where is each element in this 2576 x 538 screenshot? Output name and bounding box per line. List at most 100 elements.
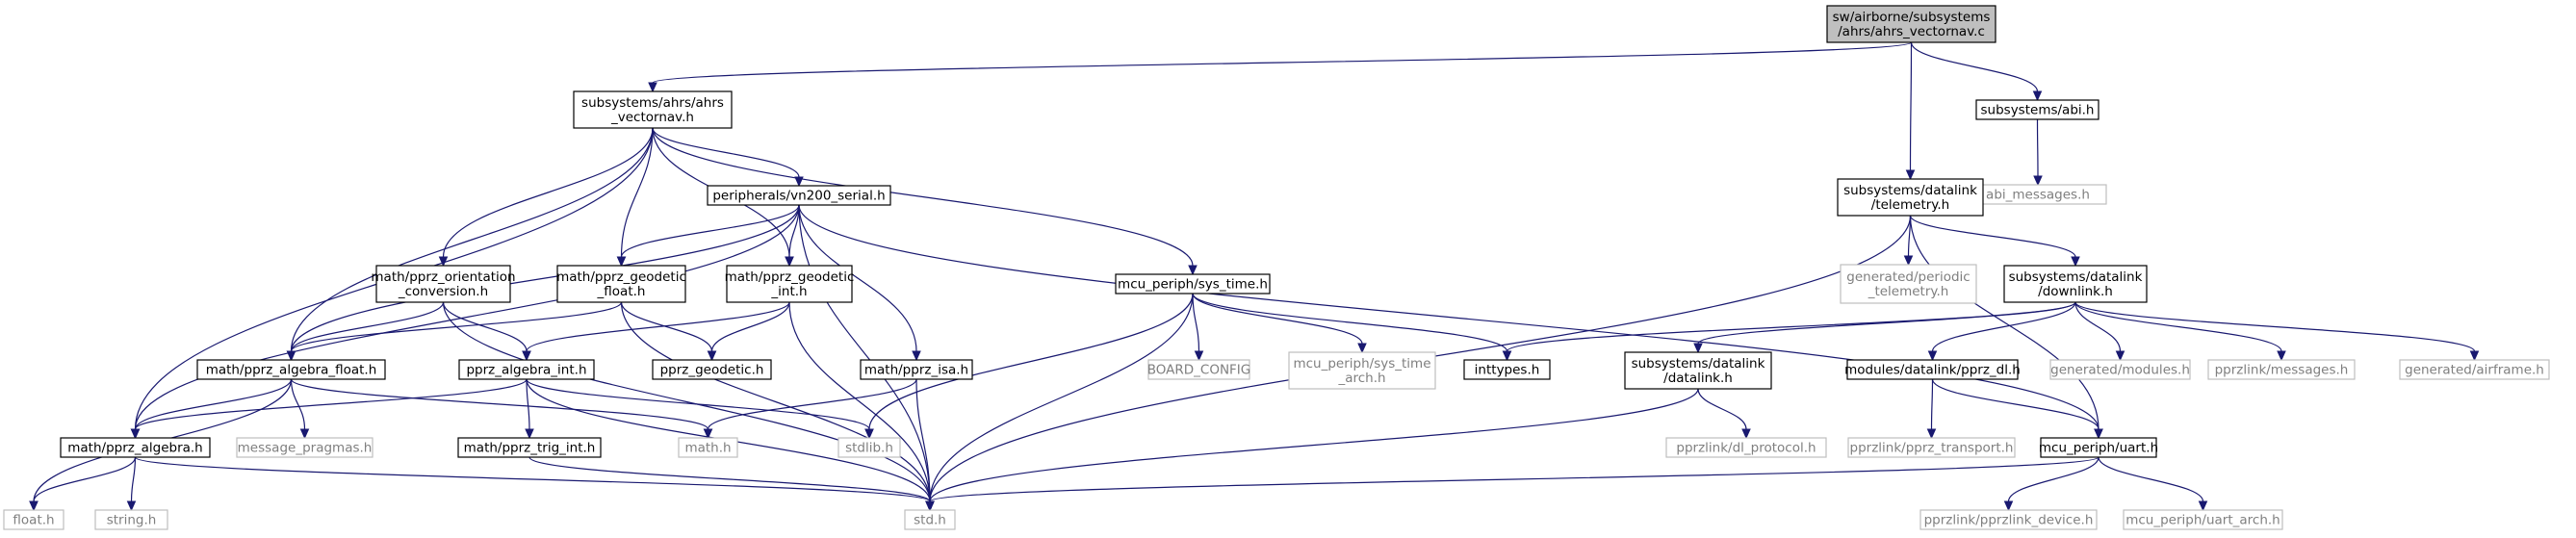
node-box [458,359,595,380]
node-generated-periodic-telemetry-h[interactable]: generated/periodic_telemetry.h [1840,264,1977,304]
node-label: mcu_periph/uart.h [2039,441,2158,456]
edge-arrowhead [864,428,874,440]
edge-line [1697,301,2076,345]
node-box [678,437,738,458]
node-subsystems-datalink-downlink-h[interactable]: subsystems/datalink/downlink.h [2003,265,2148,303]
node-mcu-periph-uart-h[interactable]: mcu_periph/uart.h [2039,437,2158,458]
edge-arrowhead [130,428,141,440]
node-label: _telemetry.h [1868,284,1949,299]
node-label: pprz_geodetic.h [660,363,764,378]
edge-arrowhead [1194,350,1204,362]
node-label: _conversion.h [398,284,488,299]
node-label: math/pprz_geodetic [725,269,855,285]
node-box [1840,264,1977,304]
node-box [1826,5,1996,43]
edge-line [134,456,931,502]
node-math-pprz-algebra-float-h[interactable]: math/pprz_algebra_float.h [196,359,386,380]
node-subsystems-datalink-telemetry-h[interactable]: subsystems/datalink/telemetry.h [1837,178,1984,217]
edge-line [526,378,530,430]
edge-line [33,456,137,502]
edge-arrowhead [29,500,39,512]
edge-sys_time_h-to-sys_time_arch_h [1192,293,1367,354]
node-generated-airframe-h[interactable]: generated/airframe.h [2399,359,2550,380]
node-math-pprz-orientation-conversion-h[interactable]: math/pprz_orientation_conversion.h [371,265,516,303]
node-abi-messages-h[interactable]: abi_messages.h [1969,184,2107,205]
node-std-h[interactable]: std.h [904,509,956,530]
edge-arrowhead [616,256,627,268]
node-sw-airborne-subsystems-ahrs-ahrs-vectornav-c[interactable]: sw/airborne/subsystems/ahrs/ahrs_vectorn… [1826,5,1996,43]
node-modules-datalink-pprz-dl-h[interactable]: modules/datalink/pprz_dl.h [1844,359,2021,380]
edge-downlink_h-to-datalink_h [1693,301,2076,354]
node-label: /telemetry.h [1871,197,1949,213]
node-generated-modules-h[interactable]: generated/modules.h [2049,359,2191,380]
node-label: /ahrs/ahrs_vectornav.c [1838,24,1985,39]
node-pprzlink-pprz-transport-h[interactable]: pprzlink/pprz_transport.h [1847,437,2016,458]
edge-line [868,293,1194,430]
node-label: mcu_periph/uart_arch.h [2125,513,2280,528]
node-label: generated/modules.h [2050,363,2190,378]
node-mcu-periph-sys-time-arch-h[interactable]: mcu_periph/sys_time_arch.h [1288,351,1436,390]
edge-line [290,301,623,352]
edge-geodetic_int_h-to-geodetic_h [707,301,790,362]
edge-vn200_serial_h-to-isa_h [798,204,921,362]
edge-datalink_h-to-dl_protocol_h [1697,388,1751,440]
edge-downlink_h-to-gen_modules_h [2074,301,2125,362]
node-subsystems-abi-h[interactable]: subsystems/abi.h [1975,99,2099,120]
node-mcu-periph-uart-arch-h[interactable]: mcu_periph/uart_arch.h [2123,509,2283,530]
node-math-pprz-trig-int-h[interactable]: math/pprz_trig_int.h [457,437,602,458]
edge-isa_h-to-math_h [703,378,917,440]
node-box [860,359,973,380]
node-box [2207,359,2356,380]
node-math-h[interactable]: math.h [678,437,738,458]
edge-arrowhead [1903,255,1914,267]
node-stdlib-h[interactable]: stdlib.h [837,437,901,458]
node-box [196,359,386,380]
node-subsystems-datalink-datalink-h[interactable]: subsystems/datalink/datalink.h [1624,351,1772,390]
node-label: _arch.h [1337,371,1385,386]
node-mcu-periph-sys-time-h[interactable]: mcu_periph/sys_time.h [1115,273,1271,295]
node-math-pprz-algebra-h[interactable]: math/pprz_algebra.h [60,437,211,458]
node-message-pragmas-h[interactable]: message_pragmas.h [236,437,374,458]
edge-line [929,388,1699,502]
edge-uart_h-to-std_h [925,456,2099,512]
node-box [726,265,853,303]
edge-line [134,378,528,430]
node-box [1919,509,2098,530]
node-pprz-geodetic-h[interactable]: pprz_geodetic.h [652,359,772,380]
edge-line [652,127,1194,267]
node-box [652,359,772,380]
edge-arrowhead [525,428,534,440]
node-pprzlink-dl-protocol-h[interactable]: pprzlink/dl_protocol.h [1665,437,1827,458]
edge-arrowhead [1357,343,1367,354]
edge-root-to-abi_h [1910,41,2043,102]
node-label: mcu_periph/sys_time.h [1118,277,1268,293]
node-label: /downlink.h [2038,284,2113,299]
node-board-config[interactable]: BOARD_CONFIG [1147,359,1251,380]
edge-arrowhead [286,350,296,362]
node-float-h[interactable]: float.h [3,509,64,530]
node-label: math/pprz_algebra_float.h [206,363,377,378]
node-box [2123,509,2283,530]
node-pprz-algebra-int-h[interactable]: pprz_algebra_int.h [458,359,595,380]
edge-vn200_serial_h-to-geodetic_float_h [616,204,800,268]
edge-line [1506,301,2076,352]
node-math-pprz-isa-h[interactable]: math/pprz_isa.h [860,359,973,380]
edge-algebra_int_h-to-algebra_h [130,378,528,440]
node-label: subsystems/datalink [1843,183,1977,198]
edge-line [2074,301,2476,352]
node-label: mcu_periph/sys_time [1293,356,1430,371]
edge-arrowhead [648,82,657,93]
edge-arrowhead [126,500,137,512]
node-pprzlink-pprzlink-device-h[interactable]: pprzlink/pprzlink_device.h [1919,509,2098,530]
nodes-layer: sw/airborne/subsystems/ahrs/ahrs_vectorn… [3,5,2550,530]
node-math-pprz-geodetic-int-h[interactable]: math/pprz_geodetic_int.h [725,265,855,303]
node-math-pprz-geodetic-float-h[interactable]: math/pprz_geodetic_float.h [556,265,686,303]
edge-arrowhead [1926,428,1937,440]
node-subsystems-ahrs-ahrs-vectornav-h[interactable]: subsystems/ahrs/ahrs_vectornav.h [573,90,733,129]
node-peripherals-vn200-serial-h[interactable]: peripherals/vn200_serial.h [707,185,891,206]
node-pprzlink-messages-h[interactable]: pprzlink/messages.h [2207,359,2356,380]
edge-algebra_float_h-to-message_pragmas_h [290,378,310,440]
edge-arrowhead [299,428,310,440]
node-string-h[interactable]: string.h [94,509,168,530]
node-inttypes-h[interactable]: inttypes.h [1463,359,1551,380]
